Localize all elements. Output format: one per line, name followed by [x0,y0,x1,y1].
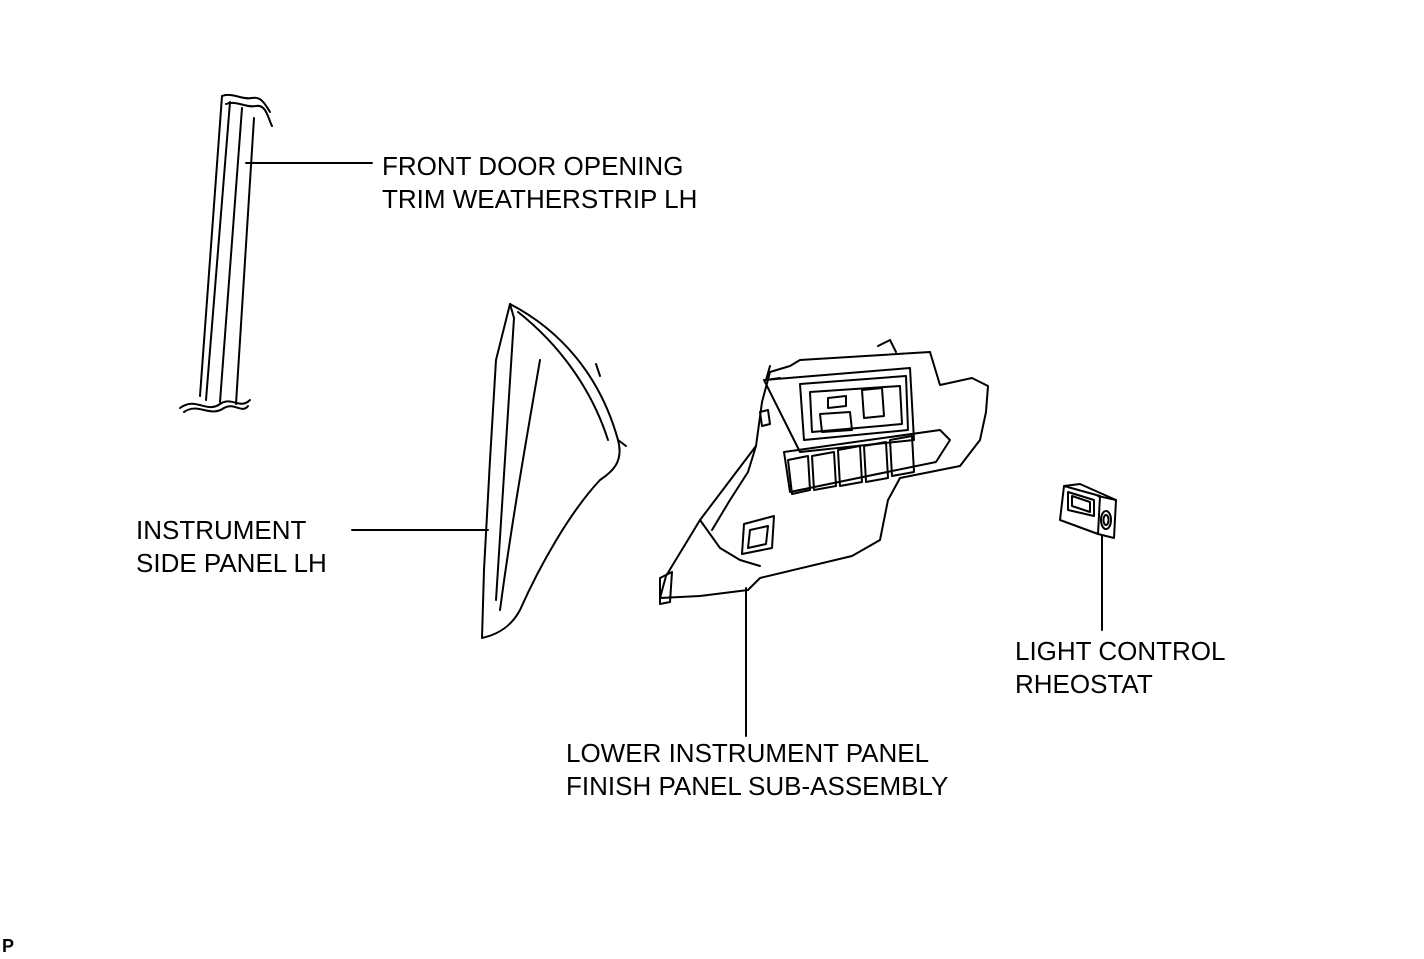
rheostat-label-line-2: RHEOSTAT [1015,669,1153,699]
rheostat-label-line-1: LIGHT CONTROL [1015,636,1226,666]
finish-panel-label: LOWER INSTRUMENT PANEL FINISH PANEL SUB-… [566,737,948,803]
finish-panel-label-line-2: FINISH PANEL SUB-ASSEMBLY [566,771,949,801]
rheostat-label: LIGHT CONTROL RHEOSTAT [1015,635,1225,701]
side-panel-label-line-1: INSTRUMENT [136,515,307,545]
side-panel-label: INSTRUMENT SIDE PANEL LH [136,514,327,580]
weatherstrip-label-line-2: TRIM WEATHERSTRIP LH [382,184,698,214]
figure-code: P [2,936,15,956]
finish-panel-label-line-1: LOWER INSTRUMENT PANEL [566,738,930,768]
weatherstrip-part [179,93,273,413]
weatherstrip-label: FRONT DOOR OPENING TRIM WEATHERSTRIP LH [382,150,697,216]
rheostat-part [1059,483,1117,539]
leader-lines [245,162,1103,737]
weatherstrip-label-line-1: FRONT DOOR OPENING [382,151,684,181]
side-panel-label-line-2: SIDE PANEL LH [136,548,327,578]
finish-panel-part [659,339,989,605]
side-panel-part [481,303,627,639]
